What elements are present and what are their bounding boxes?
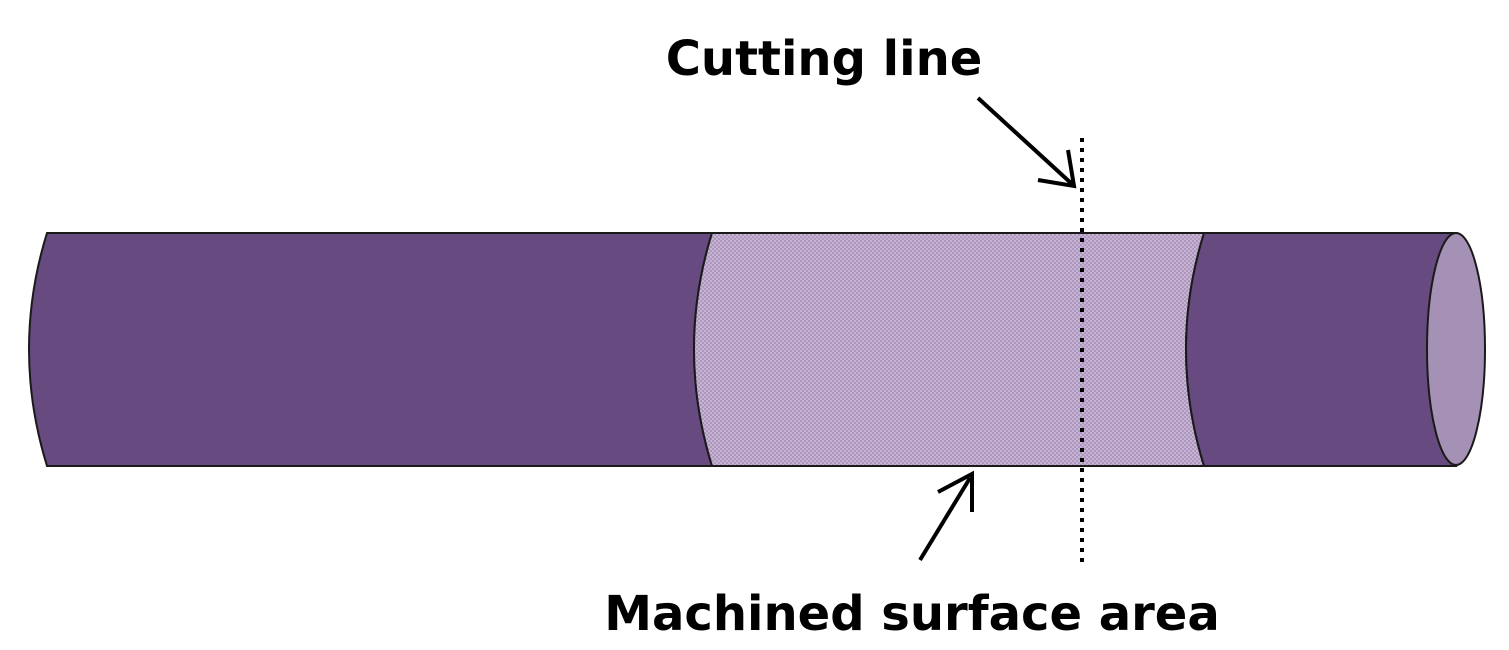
machined-surface-label: Machined surface area xyxy=(604,586,1219,642)
rod-left-section xyxy=(28,232,714,467)
machined-surface-arrow xyxy=(918,470,974,562)
cutting-line-arrow xyxy=(976,96,1077,189)
rod-end-cap xyxy=(1426,232,1486,466)
machined-surface-section xyxy=(693,232,1206,467)
cutting-line-label: Cutting line xyxy=(666,31,983,87)
rod-right-section xyxy=(1185,232,1458,467)
